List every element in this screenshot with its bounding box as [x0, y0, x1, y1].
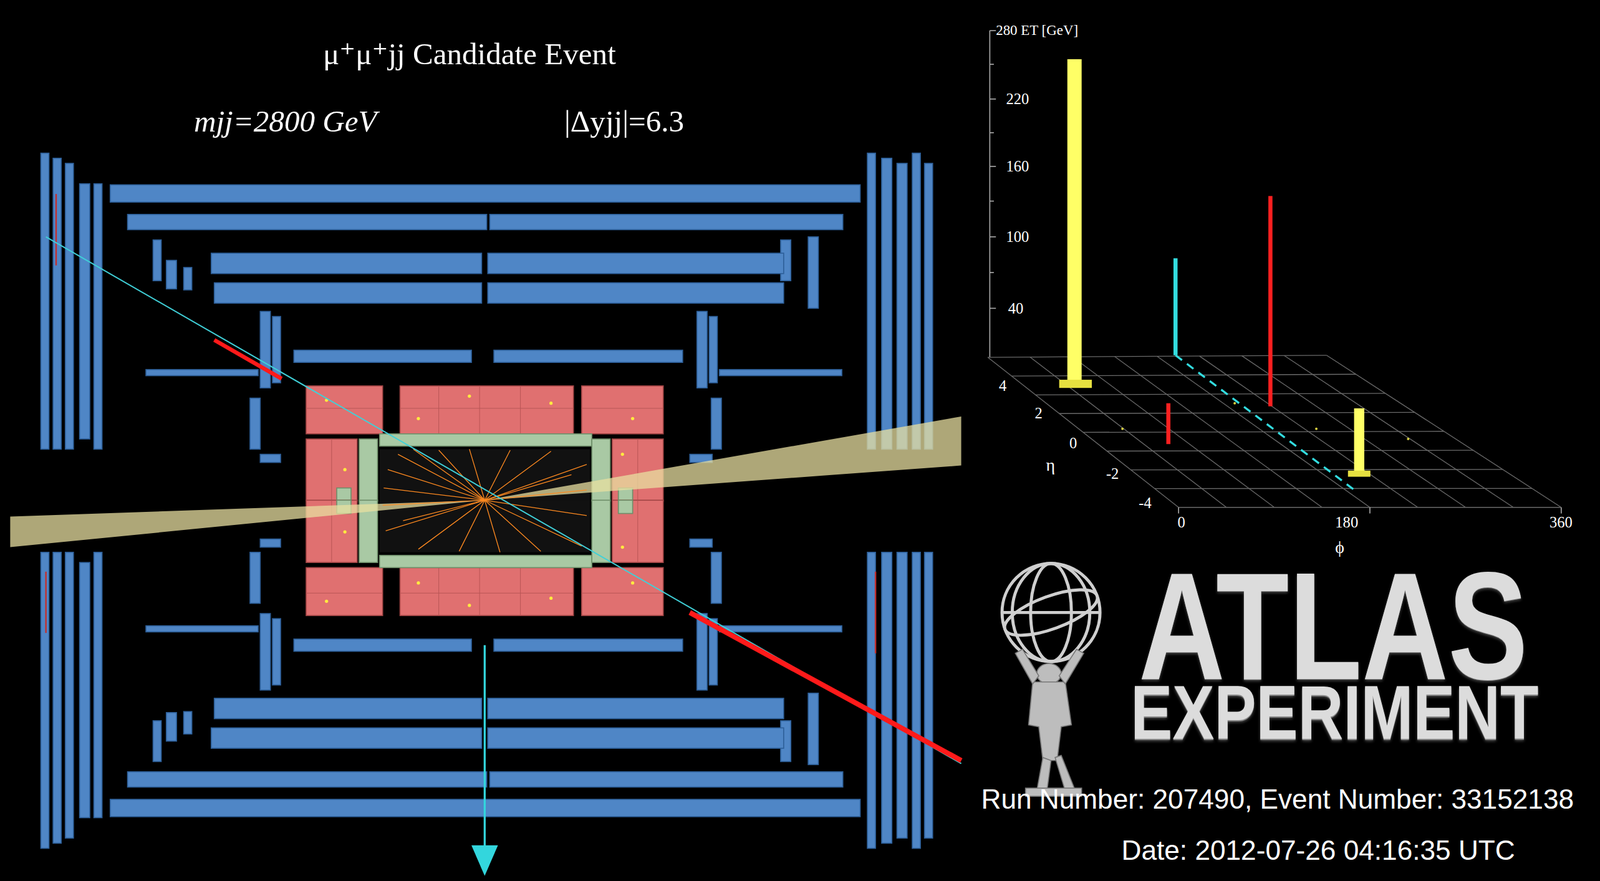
- run-info: Run Number: 207490, Event Number: 331521…: [980, 786, 1574, 814]
- axis-tick: 180: [1334, 515, 1359, 532]
- axis-tick: -2: [1106, 466, 1119, 482]
- logo-text: EXPERIMENT: [1130, 674, 1539, 752]
- axis-tick: -4: [1138, 496, 1152, 512]
- axis-tick: 4: [998, 378, 1007, 395]
- rapidity-gap: |Δyjj|=6.3: [564, 106, 685, 137]
- axis-tick: 100: [1006, 229, 1030, 246]
- axis-tick: 220: [1006, 91, 1030, 108]
- event-title: μ⁺μ⁺jj Candidate Event: [322, 38, 617, 70]
- axis-tick: 160: [1006, 159, 1030, 175]
- axis-title: 280 ET [GeV]: [995, 23, 1079, 39]
- axis-tick: 0: [1177, 515, 1185, 532]
- axis-tick: 40: [1008, 301, 1024, 317]
- axis-tick: 360: [1549, 515, 1573, 532]
- axis-title: η: [1045, 456, 1056, 474]
- dijet-mass: mjj=2800 GeV: [193, 106, 378, 137]
- axis-tick: 2: [1034, 406, 1042, 423]
- axis-tick: 0: [1069, 435, 1077, 452]
- date-info: Date: 2012-07-26 04:16:35 UTC: [1121, 837, 1515, 865]
